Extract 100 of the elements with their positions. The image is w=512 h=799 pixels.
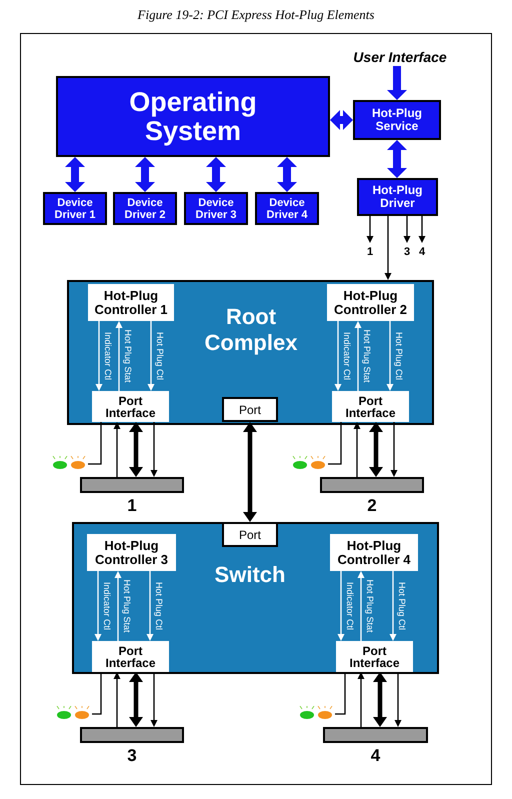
box-label: Device Driver 4 (266, 196, 308, 220)
double-arrow (387, 140, 407, 178)
edge-label: Indicator Ctl (345, 582, 355, 630)
connector-line (328, 422, 342, 465)
edge-label: 3 (404, 246, 410, 258)
arrow (358, 672, 364, 727)
process-box (353, 100, 441, 140)
double-arrow (243, 422, 257, 522)
arrow (390, 571, 396, 641)
slot-number: 3 (126, 747, 138, 765)
double-arrow (129, 672, 143, 727)
arrow (390, 422, 398, 477)
double-arrow (330, 110, 353, 130)
arrow (358, 571, 364, 641)
box-label: Port Interface (104, 394, 157, 418)
box-label: Port Interface (344, 394, 397, 418)
edge-label: 4 (418, 246, 426, 258)
box-label: User Interface (353, 48, 447, 66)
component-panel (67, 280, 434, 425)
interface-box (332, 391, 409, 422)
indicator-lights-icon (292, 456, 328, 470)
slot-bar (80, 727, 184, 743)
arrow (146, 571, 154, 641)
double-arrow (373, 672, 387, 727)
box-label: Device Driver 3 (194, 196, 238, 220)
double-arrow (129, 422, 143, 477)
arrow (338, 571, 344, 641)
edge-label: Hot Plug Stat (122, 579, 132, 633)
box-label: Port Interface (348, 644, 401, 668)
connector-line (335, 672, 346, 715)
arrow (366, 216, 374, 243)
edge-label: Indicator Ctl (103, 332, 113, 380)
arrow (96, 321, 102, 391)
arrow (404, 216, 410, 243)
box-label: Hot-Plug Driver (372, 184, 424, 210)
interface-box (336, 641, 413, 672)
interface-box (92, 641, 169, 672)
indicator-lights-icon (52, 456, 88, 470)
arrow (334, 321, 342, 391)
arrow (114, 422, 120, 477)
panel-title: Switch (214, 562, 286, 588)
arrow (150, 422, 158, 477)
box-label: Hot-Plug Controller 4 (336, 538, 412, 566)
arrow (387, 66, 407, 100)
edge-label: Hot Plug Stat (123, 329, 133, 383)
arrow (386, 321, 394, 391)
arrow (354, 321, 362, 391)
connector-line (92, 672, 102, 715)
box-label: Hot-Plug Controller 1 (94, 288, 168, 316)
edge-label: Hot Plug Stat (362, 329, 372, 383)
interface-box (92, 391, 169, 422)
edge-label: Hot Plug Ctl (394, 332, 404, 380)
slot-bar (320, 477, 424, 493)
edge-label: Hot Plug Ctl (154, 582, 164, 630)
process-box (357, 178, 438, 216)
double-arrow (135, 157, 155, 192)
edge-label: Hot Plug Stat (365, 579, 375, 633)
port-box (222, 397, 278, 422)
box-label: Device Driver 2 (124, 196, 166, 220)
driver-box (255, 192, 319, 225)
component-panel (72, 522, 439, 674)
edge-label: Hot Plug Ctl (155, 332, 165, 380)
box-label: Device Driver 1 (54, 196, 96, 220)
double-arrow (206, 157, 226, 192)
arrow (354, 422, 360, 477)
double-arrow (65, 157, 85, 192)
arrow (114, 571, 122, 641)
slot-bar (323, 727, 428, 743)
driver-box (184, 192, 248, 225)
controller-box (87, 534, 176, 571)
indicator-lights-icon (56, 706, 92, 720)
arrow (94, 571, 102, 641)
system-box (56, 76, 330, 157)
controller-box (327, 284, 414, 321)
arrow (394, 672, 402, 727)
slot-number: 1 (126, 497, 138, 515)
box-label: Port (238, 402, 261, 418)
arrow (148, 321, 154, 391)
edge-label: Hot Plug Ctl (397, 582, 407, 630)
box-label: Port Interface (104, 644, 157, 668)
slot-number: 4 (370, 747, 382, 765)
edge-label: 1 (366, 246, 374, 258)
driver-box (113, 192, 177, 225)
controller-box (330, 534, 418, 571)
box-label: Operating System (128, 88, 258, 146)
box-label: Hot-Plug Controller 3 (94, 538, 169, 566)
double-arrow (369, 422, 383, 477)
arrow (418, 216, 426, 243)
panel-title: Root Complex (204, 304, 298, 356)
port-box (222, 522, 278, 547)
arrow (114, 672, 120, 727)
arrow (150, 672, 158, 727)
indicator-lights-icon (299, 706, 335, 720)
connector-line (88, 422, 102, 465)
controller-box (88, 284, 174, 321)
arrow (116, 321, 122, 391)
slot-number: 2 (366, 497, 378, 515)
edge-label: Indicator Ctl (102, 582, 112, 630)
double-arrow (277, 157, 297, 192)
driver-box (43, 192, 107, 225)
